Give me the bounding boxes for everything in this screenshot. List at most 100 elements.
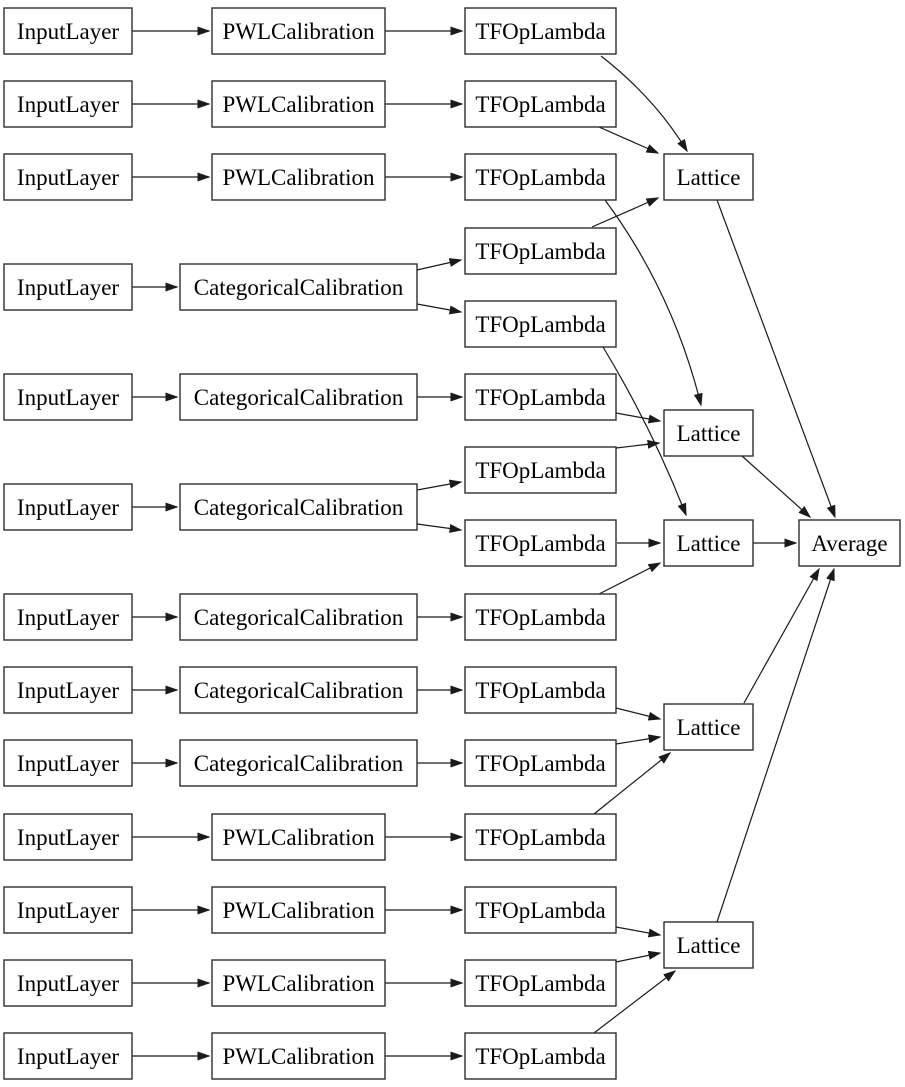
tfop-lambda-label: TFOpLambda [475,19,605,44]
pwl-calibration-box [211,7,386,55]
tfop-lambda-box [464,80,617,128]
input-layer-box [3,80,133,128]
edges-layer [132,26,836,1061]
node-cal7-categorical-calibration: CategoricalCalibration [179,593,418,641]
input-layer-box [3,153,133,201]
node-lam2-tfop-lambda: TFOpLambda [464,80,617,128]
tfop-lambda-label: TFOpLambda [475,678,605,703]
categorical-calibration-box [179,263,418,311]
pwl-calibration-box [211,959,386,1007]
node-in4-input-layer: InputLayer [3,263,133,311]
lattice-box [663,703,754,751]
tfop-lambda-box [464,227,617,275]
node-cal5-categorical-calibration: CategoricalCalibration [179,373,418,421]
edge-lat5-avg [716,567,835,923]
input-layer-label: InputLayer [17,19,120,44]
node-cal1-pwl-calibration: PWLCalibration [211,7,386,55]
tfop-lambda-label: TFOpLambda [475,239,605,264]
node-lam5-tfop-lambda: TFOpLambda [464,300,617,348]
node-lam4-tfop-lambda: TFOpLambda [464,227,617,275]
categorical-calibration-label: CategoricalCalibration [194,678,404,703]
categorical-calibration-box [179,483,418,531]
edge-lam9-lat3 [598,562,662,595]
input-layer-box [3,666,133,714]
input-layer-label: InputLayer [17,385,120,410]
node-lat3-lattice: Lattice [663,519,754,567]
edge-lam1-lat1 [600,55,688,153]
categorical-calibration-box [179,593,418,641]
node-in2-input-layer: InputLayer [3,80,133,128]
node-lam3-tfop-lambda: TFOpLambda [464,153,617,201]
node-avg-average: Average [798,519,901,567]
node-in3-input-layer: InputLayer [3,153,133,201]
edge-cal6-lam8 [416,523,463,533]
node-cal9-categorical-calibration: CategoricalCalibration [179,739,418,787]
pwl-calibration-label: PWLCalibration [222,165,375,190]
input-layer-label: InputLayer [17,1044,120,1069]
tfop-lambda-label: TFOpLambda [475,458,605,483]
node-in5-input-layer: InputLayer [3,373,133,421]
categorical-calibration-box [179,739,418,787]
edge-cal4-lam5 [416,303,463,315]
categorical-calibration-label: CategoricalCalibration [194,385,404,410]
lattice-box [663,519,754,567]
node-cal10-pwl-calibration: PWLCalibration [211,813,386,861]
edge-lam7-lat2 [615,439,661,449]
tfop-lambda-label: TFOpLambda [475,312,605,337]
node-lat4-lattice: Lattice [663,703,754,751]
node-in12-input-layer: InputLayer [3,959,133,1007]
edge-lam11-lat4 [615,734,662,745]
lattice-box [663,409,754,457]
edge-lam2-lat1 [598,126,660,154]
node-cal8-categorical-calibration: CategoricalCalibration [179,666,418,714]
node-cal6-categorical-calibration: CategoricalCalibration [179,483,418,531]
tfop-lambda-box [464,886,617,934]
node-cal11-pwl-calibration: PWLCalibration [211,886,386,934]
tfop-lambda-label: TFOpLambda [475,165,605,190]
input-layer-box [3,373,133,421]
node-cal3-pwl-calibration: PWLCalibration [211,153,386,201]
lattice-label: Lattice [677,933,741,958]
pwl-calibration-label: PWLCalibration [222,19,375,44]
tfop-lambda-box [464,1032,617,1080]
node-lam14-tfop-lambda: TFOpLambda [464,959,617,1007]
tfop-lambda-box [464,373,617,421]
edge-lam4-lat1 [591,197,660,228]
tfop-lambda-label: TFOpLambda [475,971,605,996]
input-layer-box [3,959,133,1007]
input-layer-box [3,813,133,861]
edge-lat4-avg [743,567,820,704]
input-layer-label: InputLayer [17,678,120,703]
pwl-calibration-label: PWLCalibration [222,971,375,996]
node-in1-input-layer: InputLayer [3,7,133,55]
edge-lat1-avg [716,199,836,519]
average-label: Average [811,531,887,556]
node-lam15-tfop-lambda: TFOpLambda [464,1032,617,1080]
tfop-lambda-label: TFOpLambda [475,531,605,556]
node-lam8-tfop-lambda: TFOpLambda [464,519,617,567]
tfop-lambda-label: TFOpLambda [475,1044,605,1069]
node-in11-input-layer: InputLayer [3,886,133,934]
categorical-calibration-box [179,373,418,421]
edge-lam15-lat5 [593,970,677,1034]
input-layer-label: InputLayer [17,275,120,300]
input-layer-label: InputLayer [17,825,120,850]
pwl-calibration-box [211,153,386,201]
tfop-lambda-box [464,666,617,714]
input-layer-box [3,7,133,55]
tfop-lambda-box [464,739,617,787]
node-cal12-pwl-calibration: PWLCalibration [211,959,386,1007]
node-in7-input-layer: InputLayer [3,593,133,641]
lattice-box [663,153,754,201]
node-in6-input-layer: InputLayer [3,483,133,531]
node-lam13-tfop-lambda: TFOpLambda [464,886,617,934]
node-in8-input-layer: InputLayer [3,666,133,714]
tfop-lambda-label: TFOpLambda [475,825,605,850]
input-layer-label: InputLayer [17,971,120,996]
categorical-calibration-label: CategoricalCalibration [194,275,404,300]
lattice-label: Lattice [677,421,741,446]
input-layer-box [3,263,133,311]
tfop-lambda-label: TFOpLambda [475,385,605,410]
